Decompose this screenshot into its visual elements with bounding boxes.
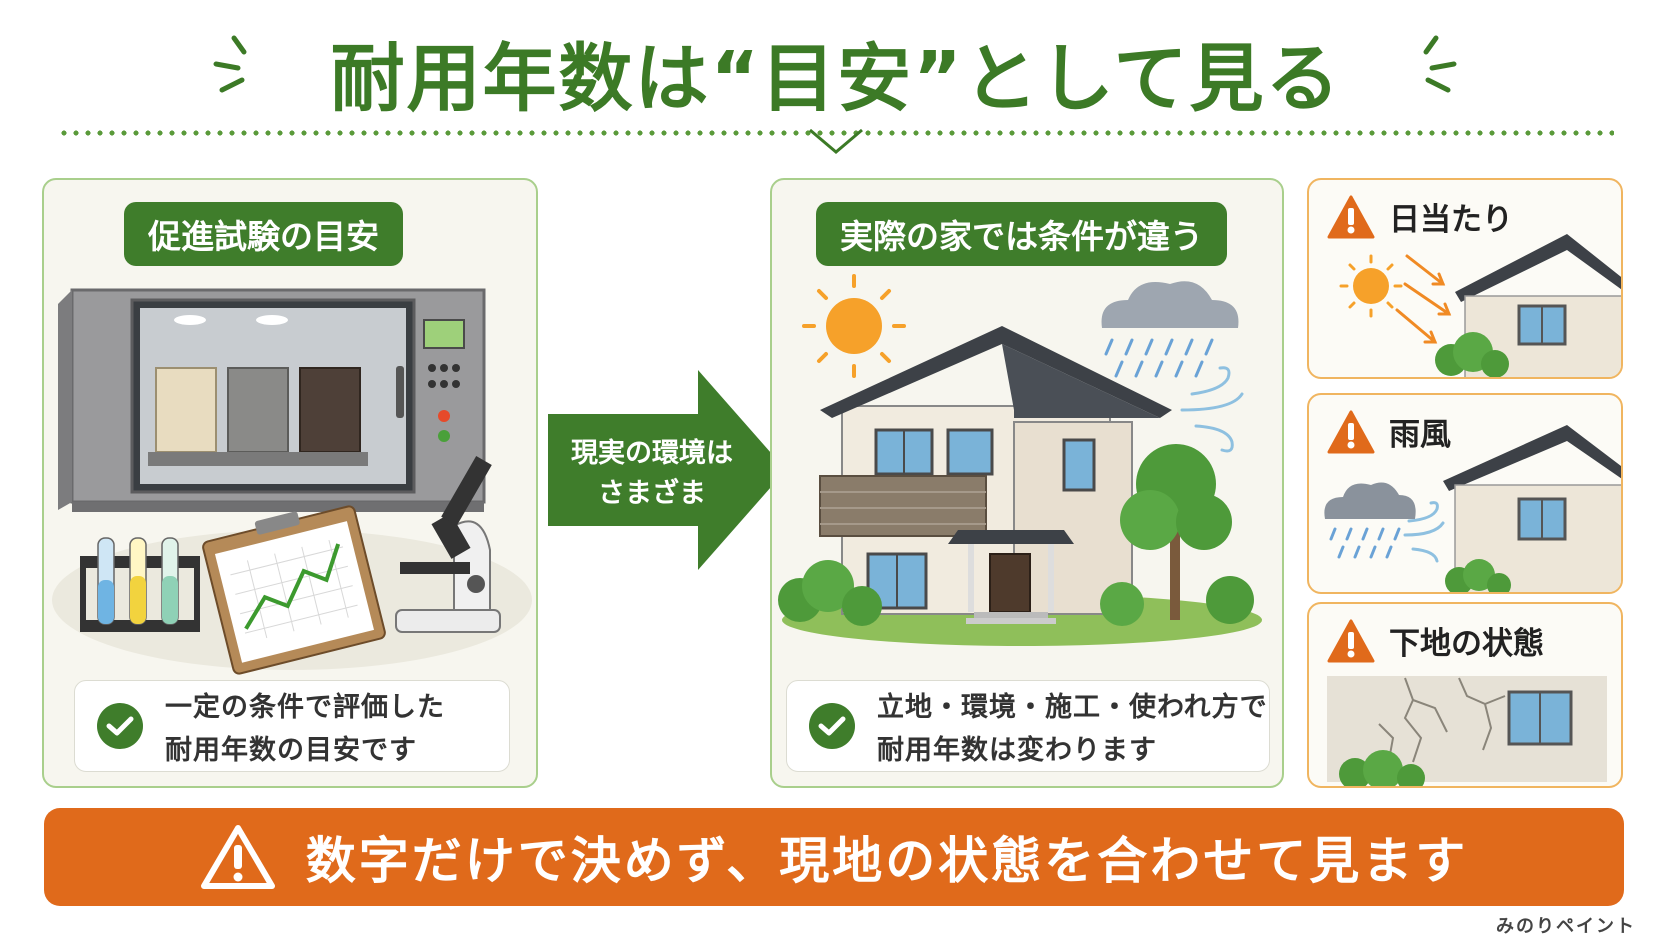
factor-card-head: 雨風 bbox=[1327, 409, 1451, 454]
factor-label: 下地の状態 bbox=[1389, 626, 1544, 662]
conclusion-banner: 数字だけで決めず、現地の状態を合わせて見ます bbox=[44, 808, 1624, 906]
arrow-label-line: さまざま bbox=[598, 478, 706, 509]
factor-card-sunlight: 日当たり bbox=[1307, 178, 1623, 379]
warning-icon bbox=[1327, 619, 1375, 662]
brand-name: みのりペイント bbox=[1496, 916, 1636, 937]
factor-label: 雨風 bbox=[1389, 417, 1451, 453]
test-chamber-illustration bbox=[52, 288, 532, 675]
house-illustration bbox=[778, 274, 1262, 646]
warning-icon bbox=[1327, 410, 1375, 453]
real-house-heading: 実際の家では条件が違う bbox=[816, 202, 1227, 266]
check-icon bbox=[809, 703, 855, 749]
real-house-caption: 立地・環境・施工・使われ方で 耐用年数は変わります bbox=[786, 680, 1270, 772]
wind-icon bbox=[1180, 366, 1244, 453]
rain-cloud-icon bbox=[1101, 281, 1239, 378]
factor-card-substrate: 下地の状態 bbox=[1307, 602, 1623, 788]
arrow-label: 現実の環境は さまざま bbox=[564, 434, 740, 514]
caption-line: 耐用年数の目安です bbox=[165, 735, 417, 766]
factor-label: 日当たり bbox=[1389, 202, 1513, 238]
conclusion-text: 数字だけで決めず、現地の状態を合わせて見ます bbox=[305, 832, 1469, 890]
chevron-down-icon bbox=[809, 128, 863, 154]
caption-line: 一定の条件で評価した bbox=[165, 692, 445, 723]
sun-icon bbox=[802, 274, 906, 378]
sunlight-illustration bbox=[1339, 234, 1621, 377]
factor-card-head: 日当たり bbox=[1327, 194, 1513, 239]
real-house-panel: 実際の家では条件が違う bbox=[770, 178, 1284, 788]
transition-arrow: 現実の環境は さまざま bbox=[548, 370, 796, 570]
check-icon bbox=[97, 703, 143, 749]
accelerated-test-heading: 促進試験の目安 bbox=[124, 202, 403, 266]
dotted-divider bbox=[58, 130, 1614, 136]
caption-line: 立地・環境・施工・使われ方で bbox=[877, 692, 1268, 723]
arrow-label-line: 現実の環境は bbox=[571, 438, 733, 469]
factor-card-weather: 雨風 bbox=[1307, 393, 1623, 594]
left-sparkle-icon bbox=[213, 35, 247, 93]
factor-card-head: 下地の状態 bbox=[1327, 618, 1544, 663]
warning-icon bbox=[1327, 195, 1375, 238]
title-area: 耐用年数は“目安”として見る bbox=[0, 22, 1672, 122]
right-sparkle-icon bbox=[1423, 35, 1457, 93]
accelerated-test-caption: 一定の条件で評価した 耐用年数の目安です bbox=[74, 680, 510, 772]
accelerated-test-panel: 促進試験の目安 bbox=[42, 178, 538, 788]
right-arrow-icon bbox=[548, 370, 786, 570]
cracked-wall-illustration bbox=[1327, 676, 1607, 786]
warning-icon bbox=[200, 825, 275, 889]
weather-illustration bbox=[1324, 425, 1621, 592]
page-title: 耐用年数は“目安”として見る bbox=[330, 35, 1342, 122]
caption-line: 耐用年数は変わります bbox=[877, 735, 1157, 766]
